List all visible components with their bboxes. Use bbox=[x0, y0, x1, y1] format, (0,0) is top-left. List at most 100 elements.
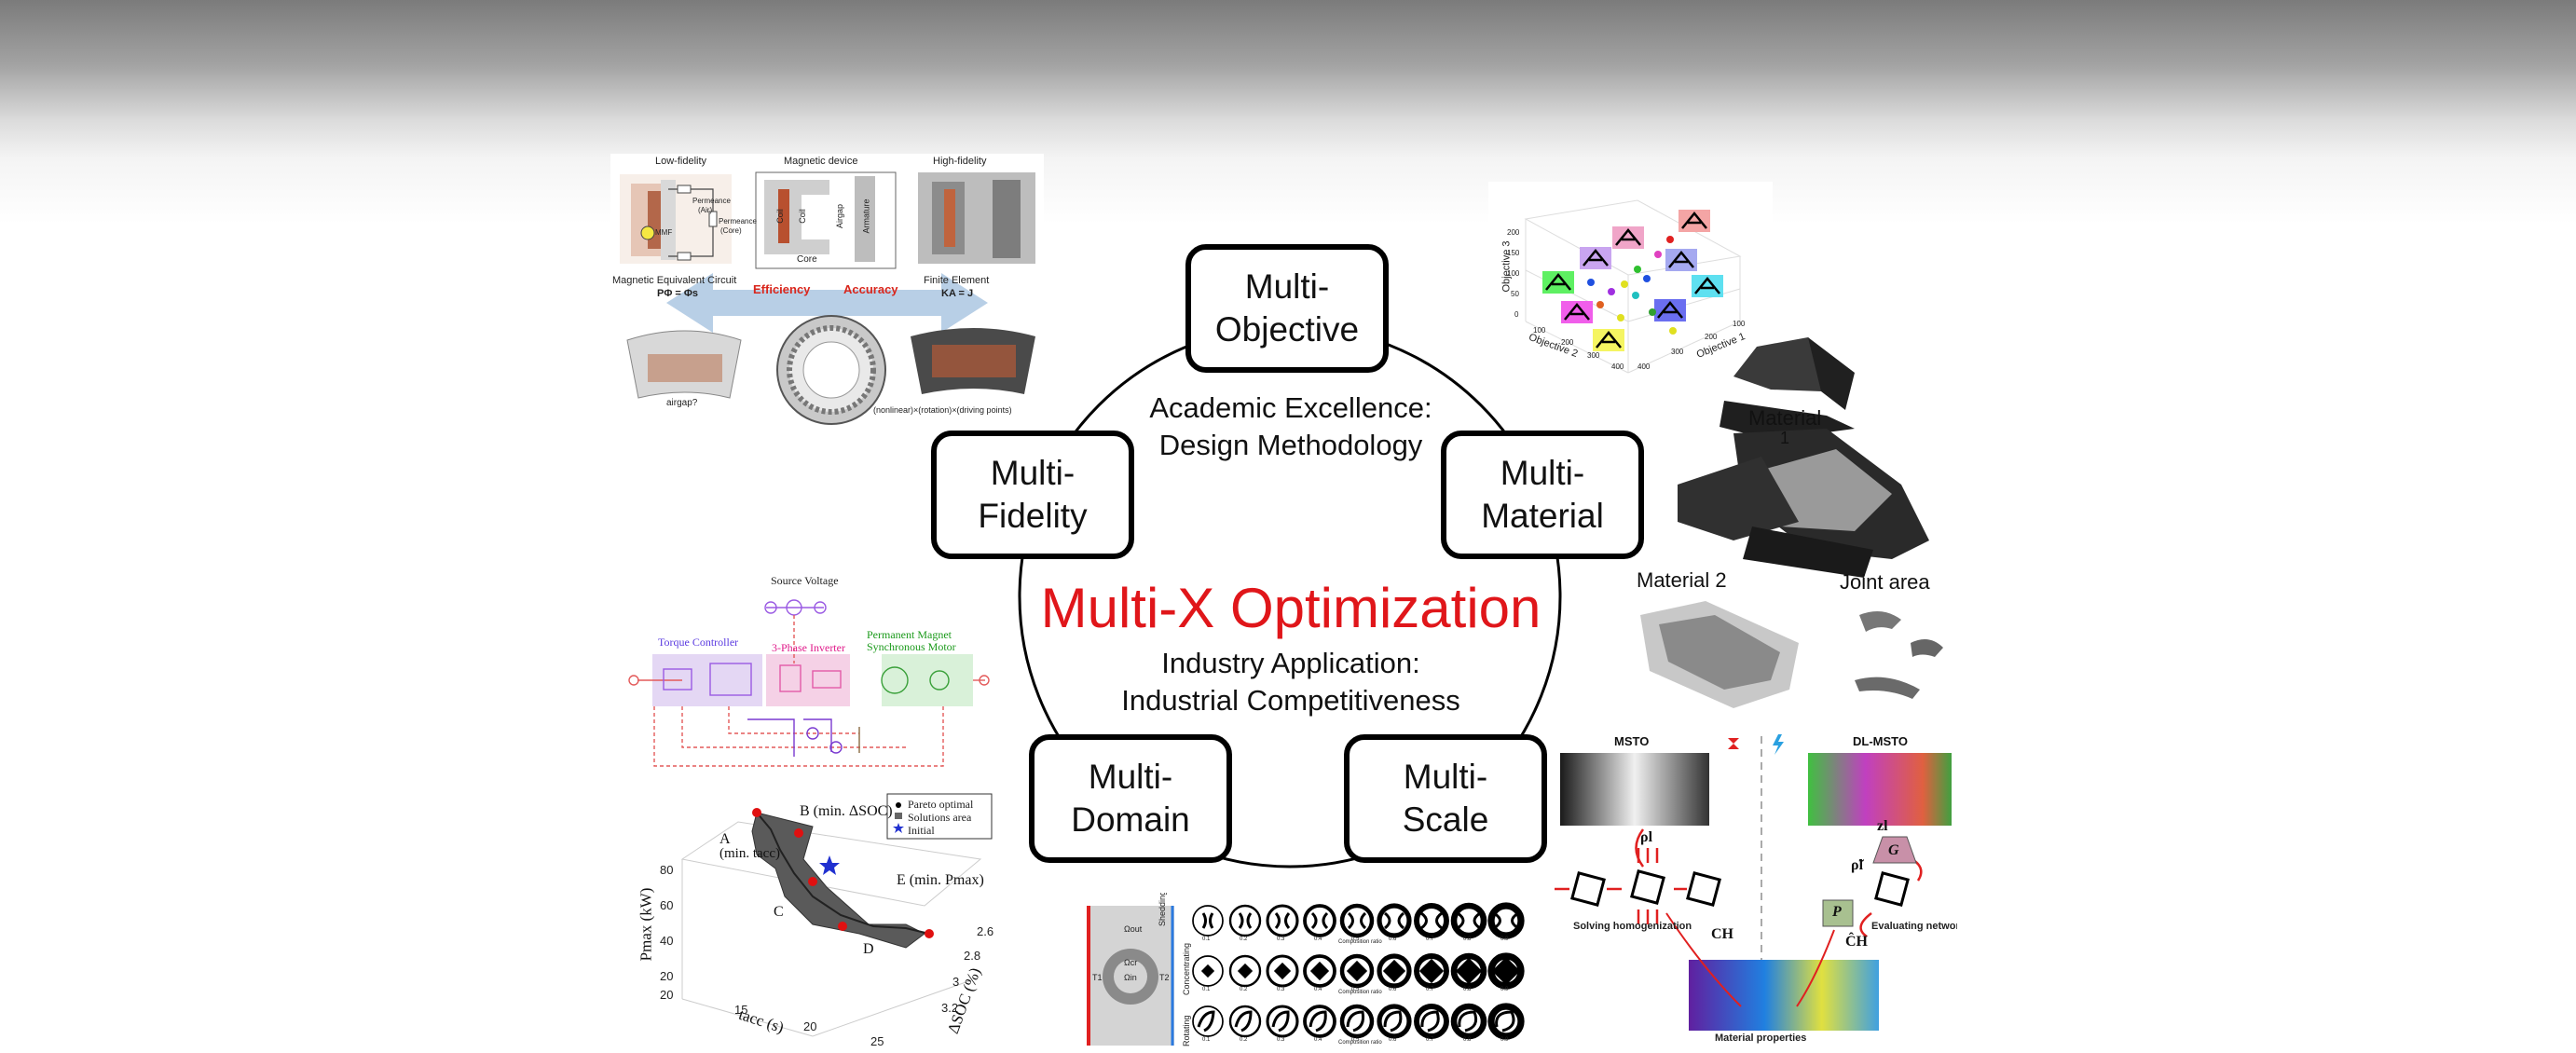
grid-cell-pattern bbox=[1346, 1010, 1364, 1032]
grid-cell-pattern bbox=[1346, 960, 1368, 982]
grid-cell bbox=[1192, 905, 1224, 937]
x-tick: 400 bbox=[1611, 362, 1624, 371]
grid-cell-pattern bbox=[1234, 1010, 1253, 1032]
grid-cell bbox=[1266, 1005, 1299, 1038]
composition-label-1: Composition ratio bbox=[1338, 939, 1382, 945]
point-b-label: B (min. ΔSOC) bbox=[800, 803, 893, 819]
topology-grid-figure bbox=[1087, 902, 1525, 1046]
grid-cell-pattern bbox=[1455, 957, 1483, 985]
z-label: zl bbox=[1877, 818, 1888, 834]
academic-caption: Academic Excellence: Design Methodology bbox=[1128, 390, 1454, 464]
node-line: Multi- bbox=[1244, 267, 1330, 306]
point-a-label: A bbox=[719, 831, 731, 847]
grid-cell-pattern bbox=[1309, 1010, 1327, 1032]
grid-cell bbox=[1377, 903, 1412, 938]
grid-cell bbox=[1414, 903, 1449, 938]
pmax-tick: 20 bbox=[660, 969, 674, 983]
armature-label: Armature bbox=[861, 198, 871, 234]
material1-number: 1 bbox=[1780, 429, 1790, 447]
grid-column-label: 0.3 bbox=[1277, 987, 1285, 992]
grid-cell bbox=[1339, 1004, 1375, 1039]
evaluating-networks-label: Evaluating networks bbox=[1871, 921, 1957, 932]
node-line: Scale bbox=[1402, 800, 1489, 839]
main-title: Multi-X Optimization bbox=[1040, 577, 1541, 639]
grid-cell bbox=[1450, 902, 1487, 939]
grid-cell-pattern bbox=[1271, 1010, 1290, 1032]
material-properties-label: Material properties bbox=[1715, 1032, 1807, 1044]
grid-cell bbox=[1377, 1004, 1412, 1039]
grid-cell bbox=[1228, 904, 1262, 937]
dl-msto-label: DL-MSTO bbox=[1853, 734, 1908, 748]
solving-homogenization-label: Solving homogenization bbox=[1573, 921, 1692, 932]
node-line: Multi- bbox=[1500, 454, 1585, 492]
node-line: Objective bbox=[1214, 310, 1360, 349]
node-multi-scale[interactable]: Multi- Scale bbox=[1344, 734, 1547, 863]
core-paren-label: (Core) bbox=[720, 226, 742, 235]
point-d-label: D bbox=[863, 941, 874, 957]
grid-column-label: 0.6 bbox=[1389, 1037, 1397, 1043]
mec-equation: PΦ = Φs bbox=[657, 288, 699, 299]
tacc-tick: 25 bbox=[870, 1034, 884, 1048]
topology-grid-panel: Ωout Ωcr Ωin T1 T2 Shedding Concentratin… bbox=[1087, 893, 1549, 1047]
grid-cell-pattern bbox=[1382, 959, 1406, 983]
efficiency-label: Efficiency bbox=[753, 282, 811, 296]
grid-column-label: 0.7 bbox=[1426, 1037, 1434, 1043]
grid-cell-pattern bbox=[1273, 962, 1292, 980]
dsoc-tick: 3 bbox=[952, 975, 960, 989]
material-figure bbox=[1640, 337, 1943, 708]
objective-panel: Objective 3 Objective 2 Objective 1 200 … bbox=[1488, 182, 1773, 376]
z-tick: 100 bbox=[1507, 269, 1520, 278]
grid-cell-pattern bbox=[1495, 1010, 1515, 1032]
domain-circuit-figure bbox=[628, 599, 990, 767]
inverter-label: 3-Phase Inverter bbox=[772, 641, 845, 654]
z-tick: 50 bbox=[1511, 290, 1519, 298]
g-network-label: G bbox=[1888, 842, 1899, 858]
node-multi-domain[interactable]: Multi- Domain bbox=[1029, 734, 1232, 863]
grid-column-label: 0.3 bbox=[1277, 937, 1285, 942]
grid-cell bbox=[1228, 1005, 1262, 1038]
permeance-air-label: Permeance bbox=[692, 197, 731, 205]
node-multi-fidelity[interactable]: Multi- Fidelity bbox=[931, 431, 1134, 559]
grid-cell-pattern bbox=[1458, 1010, 1478, 1032]
grid-cell-pattern bbox=[1238, 912, 1253, 929]
omega-out-label: Ωout bbox=[1124, 924, 1143, 934]
t1-label: T1 bbox=[1092, 973, 1103, 982]
y-tick: 200 bbox=[1705, 333, 1718, 341]
legend-solutions: Solutions area bbox=[908, 811, 972, 824]
node-multi-material[interactable]: Multi- Material bbox=[1441, 431, 1644, 559]
omega-cr-label: Ωcr bbox=[1124, 958, 1138, 967]
grid-column-label: 0.1 bbox=[1202, 937, 1211, 942]
grid-cell bbox=[1303, 1005, 1336, 1038]
z-tick: 150 bbox=[1507, 249, 1520, 257]
grid-column-label: 0.7 bbox=[1426, 937, 1434, 942]
grid-cell bbox=[1303, 904, 1336, 937]
grid-column-label: 0.1 bbox=[1202, 987, 1211, 992]
point-c-label: C bbox=[774, 904, 784, 920]
industry-line-1: Industry Application: bbox=[1161, 647, 1420, 679]
industry-line-2: Industrial Competitiveness bbox=[1121, 684, 1460, 717]
ch-hat-label: ĈH bbox=[1845, 934, 1868, 950]
grid-cell-pattern bbox=[1310, 911, 1329, 930]
pm-label-1: Permanent Magnet bbox=[867, 628, 952, 641]
grid-column-label: 0.8 bbox=[1463, 937, 1472, 942]
grid-column-label: 0.5 bbox=[1351, 1037, 1360, 1043]
device-label: Magnetic device bbox=[784, 156, 858, 167]
scale-figure bbox=[1555, 734, 1952, 1031]
grid-column-label: 0.2 bbox=[1240, 987, 1248, 992]
t2-label: T2 bbox=[1159, 973, 1170, 982]
grid-column-label: 0.1 bbox=[1202, 1037, 1211, 1043]
node-line: Material bbox=[1481, 497, 1604, 535]
grid-column-label: 0.7 bbox=[1426, 987, 1434, 992]
node-multi-objective[interactable]: Multi- Objective bbox=[1185, 244, 1389, 373]
grid-cell-pattern bbox=[1197, 1010, 1215, 1032]
fidelity-panel: Low-fidelity Magnetic device High-fideli… bbox=[610, 154, 1044, 427]
grid-cells bbox=[1192, 902, 1525, 1040]
row-label-shedding: Shedding bbox=[1158, 893, 1167, 926]
mmf-label: MMF bbox=[655, 228, 673, 237]
x-tick: 200 bbox=[1561, 338, 1574, 347]
grid-column-label: 0.9 bbox=[1500, 1037, 1509, 1043]
coil-label-1: Coil bbox=[774, 209, 785, 224]
domain-circuit-panel: Source Voltage Torque Controller 3-Phase… bbox=[626, 570, 992, 781]
grid-column-label: 0.4 bbox=[1314, 937, 1322, 942]
grid-cell-pattern bbox=[1274, 912, 1291, 929]
